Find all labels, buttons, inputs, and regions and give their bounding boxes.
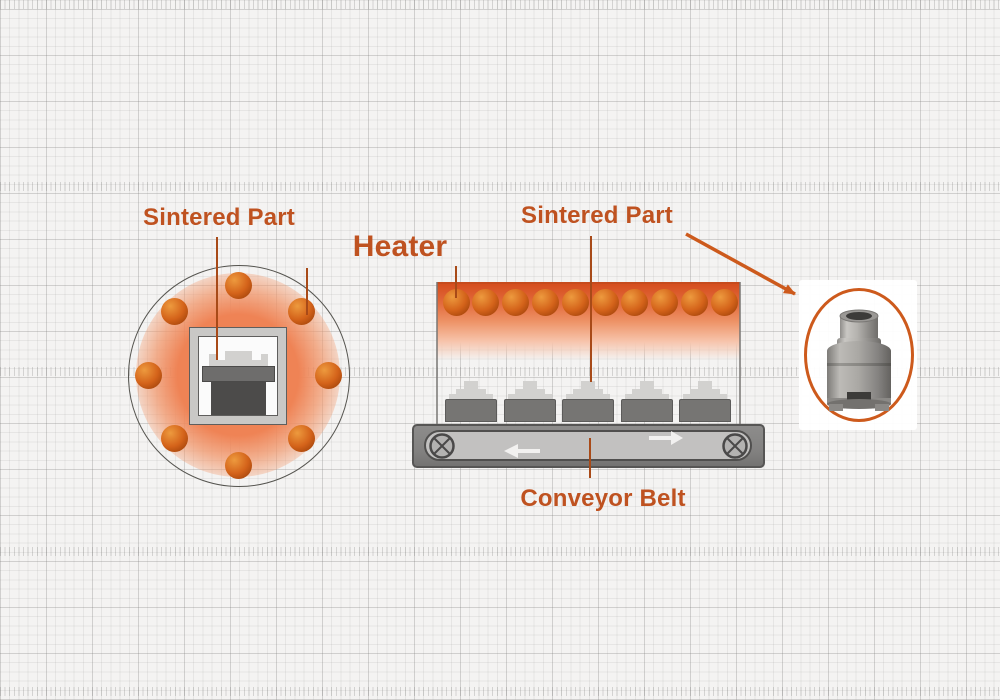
sintered-part-pointer-arrow-icon [680, 228, 805, 304]
tunnel-heater-element [531, 288, 559, 316]
part-body [445, 399, 497, 422]
ring-heater-dot [288, 297, 316, 325]
part-lid-strip [209, 360, 268, 366]
label-right-sintered-part: Sintered Part [521, 202, 673, 229]
label-left-sintered-part: Sintered Part [143, 204, 295, 231]
part-lid-step [631, 389, 662, 394]
part-lid-knob [698, 381, 712, 389]
part-lid-plate [566, 394, 610, 399]
tunnel-heater-element [680, 288, 708, 316]
conveyor-belt-surface [424, 430, 752, 461]
conveyor-sintered-part [445, 381, 497, 422]
part-base [211, 382, 266, 415]
tunnel-heater-element [472, 288, 500, 316]
ring-heater-dot [224, 271, 252, 299]
part-lid-plate [624, 394, 669, 399]
ring-heater-dot [160, 297, 188, 325]
label-conveyor-belt: Conveyor Belt [520, 485, 686, 512]
chamber-circle-outline [128, 265, 350, 487]
ring-heater-dot [314, 361, 342, 389]
sintered-part-photo [824, 306, 894, 418]
ring-heater-dot [160, 425, 188, 453]
ring-heater-dot [288, 425, 316, 453]
belt-direction-right-arrow-icon [649, 431, 683, 445]
part-lid-step [690, 389, 720, 394]
leader-line-heater-tunnel [455, 266, 457, 298]
furnace-right-wall [739, 282, 741, 424]
part-lid-plate [449, 394, 493, 399]
part-lid-plate [683, 394, 727, 399]
callout-ellipse [804, 288, 914, 422]
grid-tick-band [0, 0, 1000, 9]
leader-line-heater-ring [306, 268, 308, 315]
grid-tick-band [0, 367, 1000, 376]
tunnel-heater-element [591, 288, 619, 316]
part-lid-knob [639, 381, 654, 389]
part-lid-tab [261, 354, 268, 361]
part-lid-knob [581, 381, 595, 389]
tunnel-heater-element [502, 288, 530, 316]
leader-line-conveyor-belt [589, 438, 591, 478]
conveyor-wheel-icon [427, 431, 457, 461]
grid-tick-band [0, 547, 1000, 556]
part-lid-plate [507, 394, 552, 399]
conveyor-sintered-part [503, 381, 556, 422]
part-lid-step [573, 389, 603, 394]
label-heater: Heater [352, 230, 448, 263]
part-lid-tab [209, 354, 216, 361]
part-lid-step [456, 389, 486, 394]
conveyor-sintered-part [562, 381, 614, 422]
part-body [503, 399, 556, 422]
ring-heater-dot [134, 361, 162, 389]
part-lid-knob [464, 381, 478, 389]
ring-heater-dot [224, 451, 252, 479]
grid-tick-band [0, 687, 1000, 696]
part-lid-knob [225, 351, 252, 360]
conveyor-sintered-part [620, 381, 673, 422]
conveyor-sintered-part [679, 381, 731, 422]
grid-tick-band [0, 182, 1000, 191]
part-body [620, 399, 673, 422]
part-body [562, 399, 614, 422]
part-lid-knob [522, 381, 537, 389]
sintered-part-in-chamber [202, 351, 275, 415]
belt-direction-left-arrow-icon [504, 444, 540, 458]
part-body [679, 399, 731, 422]
tunnel-heater-element [651, 288, 679, 316]
furnace-left-wall [436, 282, 438, 424]
part-lid-step [514, 389, 545, 394]
tunnel-heater-element [561, 288, 589, 316]
tunnel-heater-element [621, 288, 649, 316]
leader-line-left-sintered-part [216, 237, 218, 360]
part-plate [202, 366, 275, 382]
tunnel-heater-element [710, 288, 738, 316]
conveyor-wheel-icon [720, 431, 750, 461]
leader-line-right-sintered-part [590, 236, 592, 382]
